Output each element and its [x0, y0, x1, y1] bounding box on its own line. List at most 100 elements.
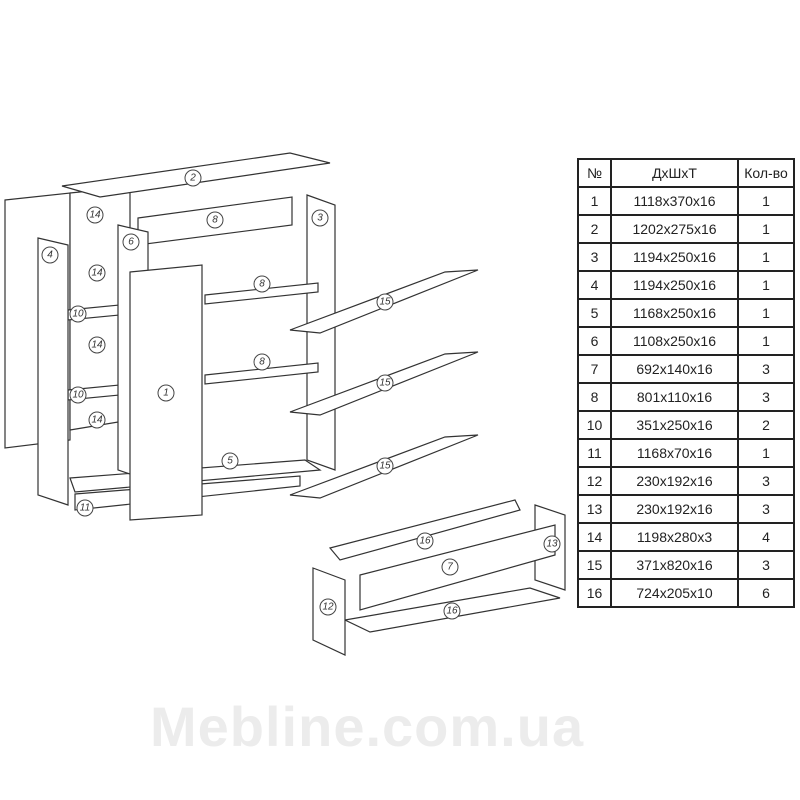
part-number-cell: 11 [577, 438, 612, 468]
part-number-cell: 7 [577, 354, 612, 384]
header-dimensions: ДхШхТ [610, 158, 739, 188]
callout-circle [253, 275, 271, 293]
callout-circle [311, 209, 329, 227]
callout-circle [443, 602, 461, 620]
part-number-cell: 15 [577, 550, 612, 580]
part-number-cell: 12 [577, 466, 612, 496]
callout-circle [441, 558, 459, 576]
callout-label: 5 [227, 456, 233, 467]
quantity-cell: 1 [737, 242, 795, 272]
callout-label: 14 [89, 210, 101, 221]
callout-circle [69, 386, 87, 404]
callout-label: 14 [91, 340, 103, 351]
quantity-cell: 3 [737, 466, 795, 496]
quantity-cell: 3 [737, 550, 795, 580]
quantity-cell: 2 [737, 410, 795, 440]
part-number-cell: 10 [577, 410, 612, 440]
dimensions-cell: 1194x250x16 [610, 242, 739, 272]
dimensions-cell: 692x140x16 [610, 354, 739, 384]
dimensions-cell: 724x205x10 [610, 578, 739, 608]
part-number-cell: 6 [577, 326, 612, 356]
quantity-cell: 1 [737, 214, 795, 244]
callout-circle [376, 374, 394, 392]
callout-circle [88, 264, 106, 282]
callout-label: 16 [446, 606, 458, 617]
part-number-cell: 14 [577, 522, 612, 552]
dimensions-cell: 1118x370x16 [610, 186, 739, 216]
shelf-8b [204, 362, 319, 385]
callout-circle [543, 535, 561, 553]
part-callouts: 2 14 8 3 4 6 14 10 14 8 15 1 10 14 8 15 … [41, 169, 561, 620]
callout-circle [253, 353, 271, 371]
callout-label: 13 [546, 539, 558, 550]
quantity-cell: 3 [737, 382, 795, 412]
callout-circle [88, 336, 106, 354]
callout-circle [319, 598, 337, 616]
callout-label: 3 [317, 213, 323, 224]
part-number-cell: 5 [577, 298, 612, 328]
quantity-cell: 4 [737, 522, 795, 552]
box-board-16a [328, 499, 521, 561]
part-number-cell: 2 [577, 214, 612, 244]
callout-circle [184, 169, 202, 187]
quantity-cell: 1 [737, 326, 795, 356]
callout-label: 6 [128, 237, 134, 248]
part-number-cell: 4 [577, 270, 612, 300]
dimensions-cell: 1194x250x16 [610, 270, 739, 300]
header-quantity: Кол-во [737, 158, 795, 188]
dimensions-cell: 351x250x16 [610, 410, 739, 440]
callout-circle [376, 457, 394, 475]
callout-label: 15 [379, 461, 391, 472]
callout-circle [76, 499, 94, 517]
dimensions-cell: 230x192x16 [610, 466, 739, 496]
header-number: № [577, 158, 612, 188]
callout-circle [88, 411, 106, 429]
callout-label: 7 [447, 562, 453, 573]
callout-label: 15 [379, 378, 391, 389]
callout-label: 14 [91, 268, 103, 279]
callout-label: 10 [72, 390, 84, 401]
quantity-cell: 1 [737, 186, 795, 216]
callout-label: 10 [72, 309, 84, 320]
callout-label: 8 [259, 357, 265, 368]
shelf-8a [204, 282, 319, 305]
quantity-cell: 1 [737, 270, 795, 300]
callout-circle [86, 206, 104, 224]
dimensions-cell: 230x192x16 [610, 494, 739, 524]
table-header-row: № ДхШхТ Кол-во [577, 158, 795, 188]
callout-circle [157, 384, 175, 402]
callout-label: 15 [379, 297, 391, 308]
callout-circle [416, 532, 434, 550]
quantity-cell: 1 [737, 298, 795, 328]
callout-circle [122, 233, 140, 251]
watermark: Mebline.com.ua [150, 695, 585, 758]
part-number-cell: 1 [577, 186, 612, 216]
part-number-cell: 13 [577, 494, 612, 524]
callout-label: 12 [322, 602, 334, 613]
part-number-cell: 8 [577, 382, 612, 412]
callout-label: 2 [189, 173, 196, 184]
dimensions-cell: 1168x70x16 [610, 438, 739, 468]
quantity-cell: 3 [737, 354, 795, 384]
callout-circle [376, 293, 394, 311]
quantity-cell: 3 [737, 494, 795, 524]
callout-label: 11 [80, 503, 90, 514]
dimensions-cell: 1168x250x16 [610, 298, 739, 328]
quantity-cell: 1 [737, 438, 795, 468]
dimensions-cell: 1108x250x16 [610, 326, 739, 356]
